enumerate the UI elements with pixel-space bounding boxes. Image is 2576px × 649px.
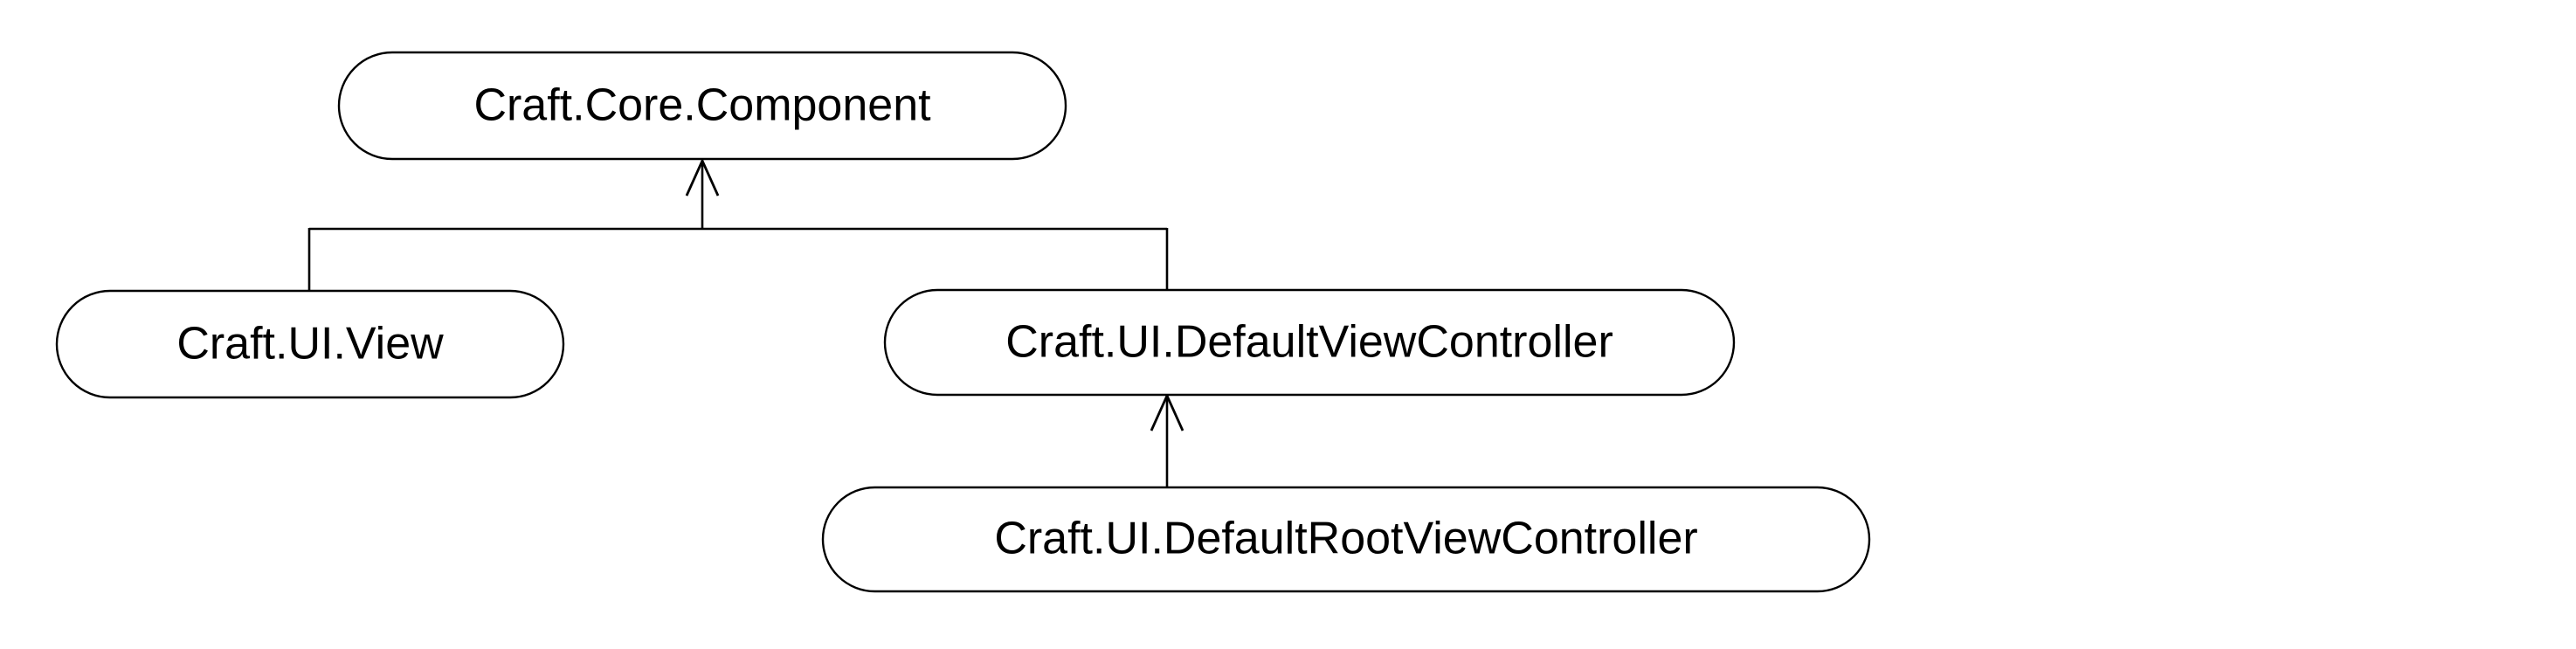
node-craft-ui-view[interactable]: Craft.UI.View (55, 289, 565, 399)
node-craft-core-component[interactable]: Craft.Core.Component (337, 51, 1067, 161)
node-craft-ui-view-shape[interactable] (55, 289, 565, 399)
node-craft-ui-defaultrootviewcontroller-shape[interactable] (821, 486, 1871, 593)
edge-group (307, 157, 1184, 487)
node-craft-core-component-label: Craft.Core.Component (473, 80, 931, 131)
node-craft-ui-defaultrootviewcontroller-label: Craft.UI.DefaultRootViewController (994, 514, 1697, 564)
node-craft-ui-defaultviewcontroller-shape[interactable] (883, 288, 1736, 397)
node-craft-ui-defaultviewcontroller[interactable]: Craft.UI.DefaultViewController (883, 288, 1736, 397)
node-craft-ui-view-label: Craft.UI.View (176, 319, 444, 369)
node-craft-ui-defaultrootviewcontroller[interactable]: Craft.UI.DefaultRootViewController (821, 486, 1871, 593)
node-craft-core-component-shape[interactable] (337, 51, 1067, 161)
arrowhead-into-craft-core-component (685, 157, 720, 197)
node-craft-ui-defaultviewcontroller-label: Craft.UI.DefaultViewController (1005, 317, 1613, 368)
